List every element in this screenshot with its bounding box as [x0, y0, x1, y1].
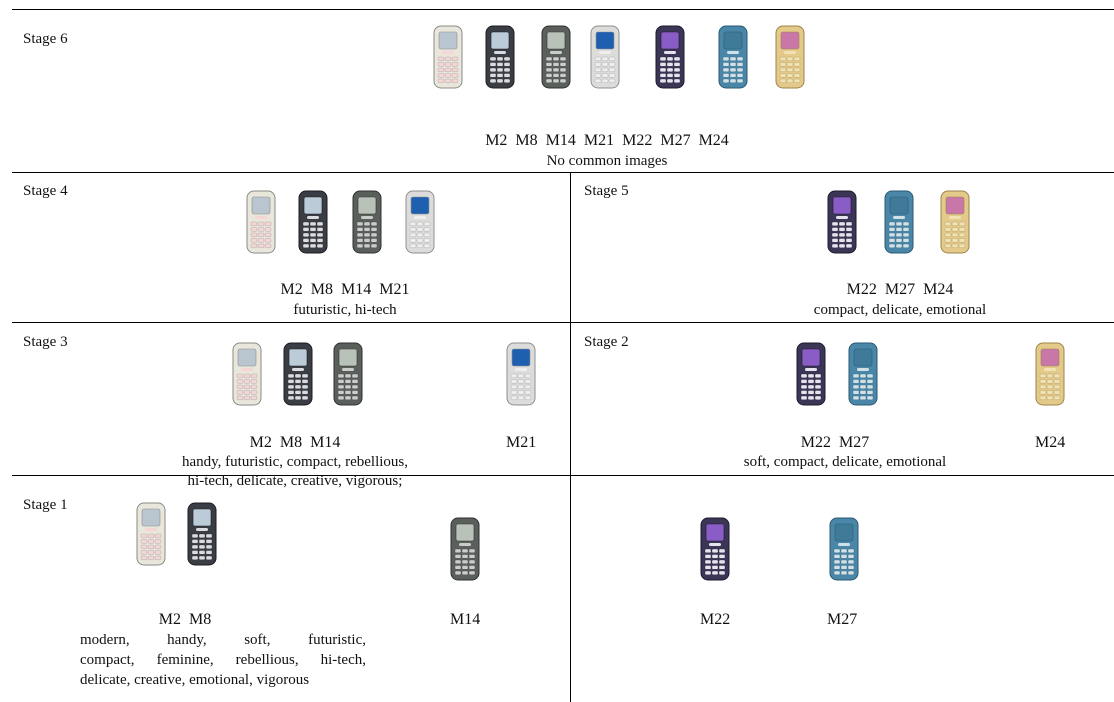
phone-m24-image [1035, 342, 1065, 406]
phone-m8-image [485, 25, 515, 89]
stage3-model-label-m21: M21 [506, 434, 537, 451]
phone-m8-image [298, 190, 328, 254]
phone-m8-image [187, 502, 217, 566]
phone-m27-image [718, 25, 748, 89]
stage6-model-labels: M2 M8 M14 M21 M22 M27 M24 [485, 132, 729, 149]
stage5-title: Stage 5 [584, 183, 629, 199]
phone-m14-image [450, 517, 480, 581]
phone-m27-image [829, 517, 859, 581]
phone-m14-image [333, 342, 363, 406]
stage3-caption-line-1: handy, futuristic, compact, rebellious, [181, 454, 409, 470]
stage2-model-label-m24: M24 [1035, 434, 1066, 451]
stage4-title: Stage 4 [23, 183, 68, 199]
stage2-model-labels: M22 M27 [800, 434, 870, 451]
phone-m22-image [827, 190, 857, 254]
phone-m14-image [352, 190, 382, 254]
phone-m2-image [232, 342, 262, 406]
phone-m21-image [405, 190, 435, 254]
phone-m8-image [283, 342, 313, 406]
stage1-model-label-m14: M14 [450, 611, 481, 628]
stage1-caption-line-2: compact, feminine, rebellious, hi-tech, [80, 652, 366, 668]
stage6-title: Stage 6 [23, 31, 68, 47]
phone-m24-image [940, 190, 970, 254]
stage3-title: Stage 3 [23, 334, 68, 350]
stage1-caption-line-1: modern, handy, soft, futuristic, [80, 632, 366, 648]
stage1-caption-line-3: delicate, creative, emotional, vigorous [80, 672, 310, 688]
stage4-caption: futuristic, hi-tech [293, 302, 397, 318]
stage2-title: Stage 2 [584, 334, 629, 350]
phone-m24-image [775, 25, 805, 89]
stage1-model-labels: M2 M8 [158, 611, 212, 628]
phone-m21-image [506, 342, 536, 406]
phone-m2-image [246, 190, 276, 254]
stage2-caption: soft, compact, delicate, emotional [743, 454, 947, 470]
rule-top [12, 9, 1114, 10]
stage1-model-label-m22: M22 [700, 611, 731, 628]
stage1-title: Stage 1 [23, 497, 68, 513]
phone-m22-image [700, 517, 730, 581]
phone-m22-image [655, 25, 685, 89]
phone-m27-image [848, 342, 878, 406]
stage1-caption: modern, handy, soft, futuristic, compact… [80, 630, 366, 690]
stage4-model-labels: M2 M8 M14 M21 [280, 281, 410, 298]
stage5-model-labels: M22 M27 M24 [846, 281, 954, 298]
column-divider [570, 172, 571, 702]
stage3-model-labels: M2 M8 M14 [249, 434, 341, 451]
phone-m2-image [433, 25, 463, 89]
stage5-caption: compact, delicate, emotional [813, 302, 987, 318]
stage6-caption: No common images [546, 153, 668, 169]
stage3-caption-line-2: hi-tech, delicate, creative, vigorous; [187, 473, 403, 489]
rule-stage3-bottom [12, 475, 1114, 476]
rule-stage4-bottom [12, 322, 1114, 323]
rule-stage6-bottom [12, 172, 1114, 173]
phone-m22-image [796, 342, 826, 406]
phone-m14-image [541, 25, 571, 89]
phone-m2-image [136, 502, 166, 566]
stage1-model-label-m27: M27 [827, 611, 858, 628]
phone-m27-image [884, 190, 914, 254]
phone-m21-image [590, 25, 620, 89]
